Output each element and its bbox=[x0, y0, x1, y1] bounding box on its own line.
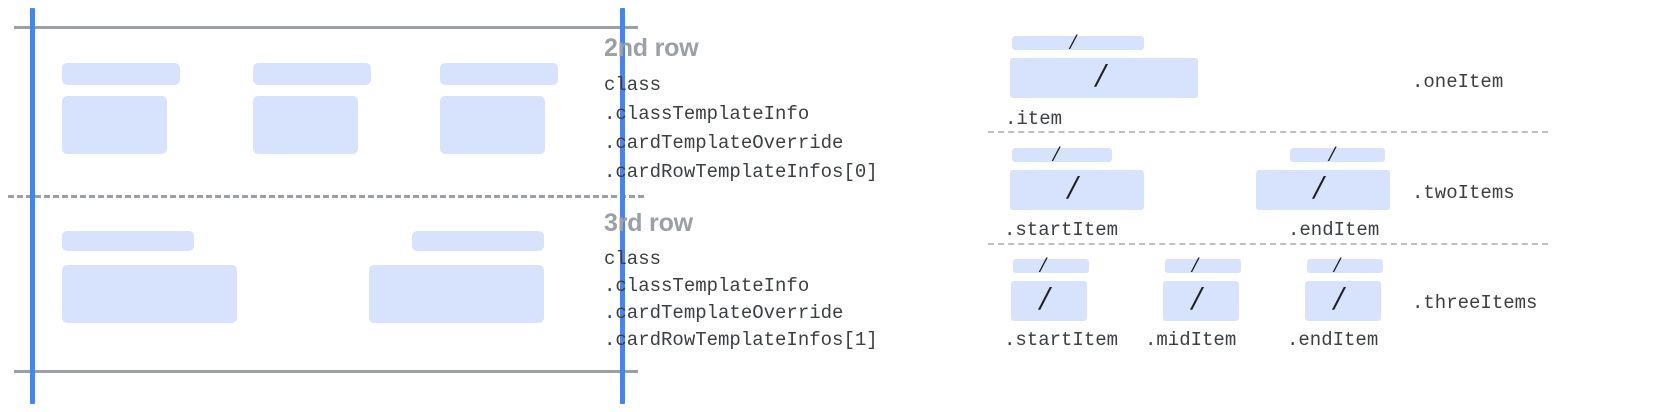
item-cap-placeholder bbox=[1307, 259, 1383, 273]
variant-label-twoItems: .twoItems bbox=[1412, 182, 1515, 204]
variant-label-oneItem: .oneItem bbox=[1412, 71, 1504, 93]
item-sub-label: .endItem bbox=[1288, 219, 1380, 241]
row-code-line: .classTemplateInfo bbox=[604, 275, 810, 297]
row-code-line: class bbox=[604, 248, 662, 270]
card-block-body bbox=[440, 96, 545, 154]
row-code-line: .cardTemplateOverride bbox=[604, 132, 844, 154]
card-bottom-boundary-line bbox=[14, 370, 638, 373]
row-code-line: .classTemplateInfo bbox=[604, 103, 810, 125]
card-top-boundary-line bbox=[14, 26, 638, 29]
item-body-placeholder bbox=[1011, 281, 1087, 321]
card-block-body bbox=[253, 96, 358, 154]
card-block-body bbox=[369, 265, 544, 323]
row-code-line: class bbox=[604, 74, 662, 96]
row-description-column: 2nd row class .classTemplateInfo .cardTempl… bbox=[604, 0, 1004, 412]
item-body-placeholder bbox=[1305, 281, 1381, 321]
item-body-placeholder bbox=[1010, 58, 1198, 98]
item-sub-label: .endItem bbox=[1287, 329, 1379, 351]
card-block-body bbox=[62, 96, 167, 154]
item-cap-placeholder bbox=[1012, 36, 1144, 50]
row-code-line: .cardTemplateOverride bbox=[604, 302, 844, 324]
row-code-line: .cardRowTemplateInfos[0] bbox=[604, 161, 878, 183]
card-block-body bbox=[62, 265, 237, 323]
item-cap-placeholder bbox=[1013, 259, 1089, 273]
row-title: 2nd row bbox=[604, 34, 699, 62]
item-body-placeholder bbox=[1010, 170, 1144, 210]
variant-separator-dashed bbox=[988, 243, 1548, 245]
item-sub-label: .startItem bbox=[1004, 219, 1119, 241]
variant-label-threeItems: .threeItems bbox=[1412, 292, 1538, 314]
row-code-line: .cardRowTemplateInfos[1] bbox=[604, 329, 878, 351]
item-sub-label: .item bbox=[1005, 108, 1063, 130]
card-row-diagram bbox=[0, 0, 660, 412]
card-block-cap bbox=[412, 231, 544, 251]
item-cap-placeholder bbox=[1012, 148, 1112, 162]
item-sub-label: .startItem bbox=[1004, 329, 1119, 351]
variant-separator-dashed bbox=[988, 131, 1548, 133]
row-title: 3rd row bbox=[604, 209, 693, 237]
card-row-divider-dashed bbox=[8, 195, 644, 198]
card-block-cap bbox=[62, 231, 194, 251]
item-cap-placeholder bbox=[1165, 259, 1241, 273]
item-cap-placeholder bbox=[1290, 148, 1385, 162]
left-guide-rail bbox=[30, 8, 35, 404]
item-body-placeholder bbox=[1163, 281, 1239, 321]
item-body-placeholder bbox=[1256, 170, 1390, 210]
card-block-cap bbox=[62, 63, 180, 85]
card-block-cap bbox=[440, 63, 558, 85]
card-block-cap bbox=[253, 63, 371, 85]
item-sub-label: .midItem bbox=[1145, 329, 1237, 351]
right-guide-rail bbox=[620, 8, 625, 404]
